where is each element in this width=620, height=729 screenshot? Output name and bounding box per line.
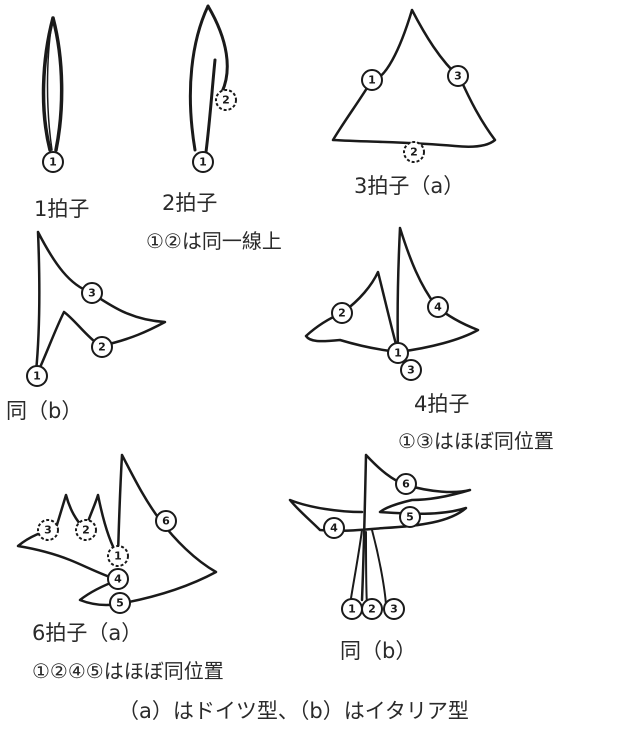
svg-text:1: 1 <box>199 156 207 169</box>
note-six-beat-a: ①②④⑤はほぼ同位置 <box>32 659 224 683</box>
marker-3: 3 <box>400 359 422 381</box>
two-beat-figure: 2 1 <box>188 4 237 173</box>
svg-text:1: 1 <box>348 603 356 616</box>
svg-text:2: 2 <box>222 94 230 107</box>
svg-text:2: 2 <box>338 307 346 320</box>
marker-6: 6 <box>155 510 177 532</box>
svg-text:3: 3 <box>407 364 415 377</box>
marker-3: 3 <box>383 598 405 620</box>
svg-text:2: 2 <box>82 524 90 537</box>
marker-1: 1 <box>192 151 214 173</box>
caption-three-beat-a: 3拍子（a） <box>354 174 465 198</box>
marker-4: 4 <box>107 568 129 590</box>
caption-three-beat-b: 同（b） <box>6 399 83 423</box>
svg-text:3: 3 <box>44 524 52 537</box>
marker-1: 1 <box>341 598 363 620</box>
svg-text:5: 5 <box>406 511 414 524</box>
marker-3: 3 <box>37 519 59 541</box>
svg-text:4: 4 <box>114 573 122 586</box>
svg-text:6: 6 <box>402 478 410 491</box>
three-beat-b-stroke <box>34 230 167 374</box>
marker-4: 4 <box>427 296 449 318</box>
svg-text:1: 1 <box>368 74 376 87</box>
svg-text:5: 5 <box>116 597 124 610</box>
caption-two-beat: 2拍子 <box>162 191 218 215</box>
marker-6: 6 <box>395 473 417 495</box>
svg-text:2: 2 <box>368 603 376 616</box>
marker-1: 1 <box>42 151 64 173</box>
one-beat-inner-stroke <box>46 21 53 151</box>
one-beat-figure: 1 <box>41 16 64 173</box>
four-beat-figure: 2 4 1 3 <box>304 226 480 381</box>
marker-2: 2 <box>331 302 353 324</box>
svg-text:6: 6 <box>162 515 170 528</box>
marker-3: 3 <box>81 282 103 304</box>
svg-text:3: 3 <box>390 603 398 616</box>
three-beat-a-stroke <box>331 8 497 148</box>
marker-1: 1 <box>387 342 409 364</box>
marker-1: 1 <box>107 545 129 567</box>
marker-1: 1 <box>26 365 48 387</box>
svg-text:3: 3 <box>88 287 96 300</box>
marker-4: 4 <box>323 517 345 539</box>
six-beat-b-stroke <box>288 453 472 602</box>
marker-2: 2 <box>361 598 383 620</box>
svg-text:4: 4 <box>330 522 338 535</box>
svg-text:2: 2 <box>98 341 106 354</box>
two-beat-stroke <box>188 4 229 154</box>
footer-note: （a）はドイツ型、（b）はイタリア型 <box>118 699 469 723</box>
caption-one-beat: 1拍子 <box>34 197 90 221</box>
marker-1: 1 <box>361 69 383 91</box>
four-beat-stroke <box>304 226 480 354</box>
svg-text:3: 3 <box>454 70 462 83</box>
marker-5: 5 <box>399 506 421 528</box>
note-two-beat: ①②は同一線上 <box>146 229 282 253</box>
caption-six-beat-a: 6拍子（a） <box>32 621 143 645</box>
svg-text:1: 1 <box>49 156 57 169</box>
svg-text:2: 2 <box>410 146 418 159</box>
caption-six-beat-b: 同（b） <box>340 639 417 663</box>
caption-four-beat: 4拍子 <box>414 392 470 416</box>
marker-3: 3 <box>447 65 469 87</box>
svg-text:1: 1 <box>114 550 122 563</box>
marker-5: 5 <box>109 592 131 614</box>
six-beat-b-figure: 6 5 4 1 2 3 <box>288 453 472 620</box>
one-beat-stroke <box>41 16 64 152</box>
three-beat-b-figure: 3 2 1 <box>26 230 167 387</box>
six-beat-b-tail <box>349 529 387 606</box>
marker-2: 2 <box>91 336 113 358</box>
six-beat-a-figure: 3 2 6 1 4 5 <box>16 453 218 614</box>
marker-2: 2 <box>403 141 425 163</box>
marker-2: 2 <box>75 519 97 541</box>
svg-text:4: 4 <box>434 301 442 314</box>
three-beat-a-figure: 1 3 2 <box>331 8 497 163</box>
marker-2: 2 <box>215 89 237 111</box>
svg-text:1: 1 <box>394 347 402 360</box>
note-four-beat: ①③はほぼ同位置 <box>398 429 554 453</box>
svg-text:1: 1 <box>33 370 41 383</box>
